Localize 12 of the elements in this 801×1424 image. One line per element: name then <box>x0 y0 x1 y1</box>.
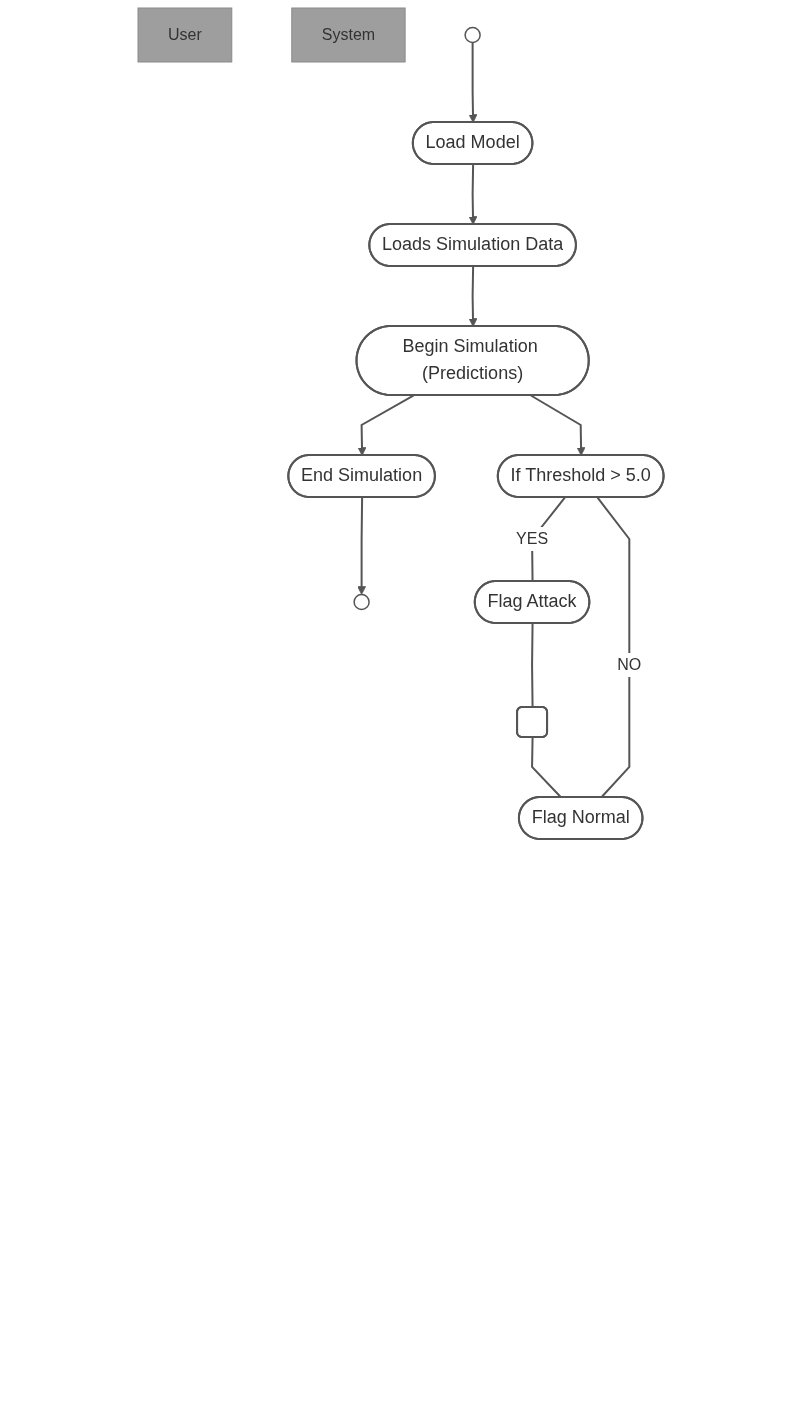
arrow <box>356 496 366 595</box>
arrow <box>468 265 478 327</box>
arrow <box>468 41 478 123</box>
node-box: System <box>291 7 406 63</box>
node-box: User <box>137 7 232 63</box>
edge-label: NO <box>617 655 642 673</box>
arrow <box>357 394 415 456</box>
edge-label: YES <box>515 529 548 547</box>
arrow <box>529 394 586 456</box>
arrow <box>468 163 478 225</box>
node-circle <box>353 593 370 611</box>
node-circle <box>464 26 481 44</box>
